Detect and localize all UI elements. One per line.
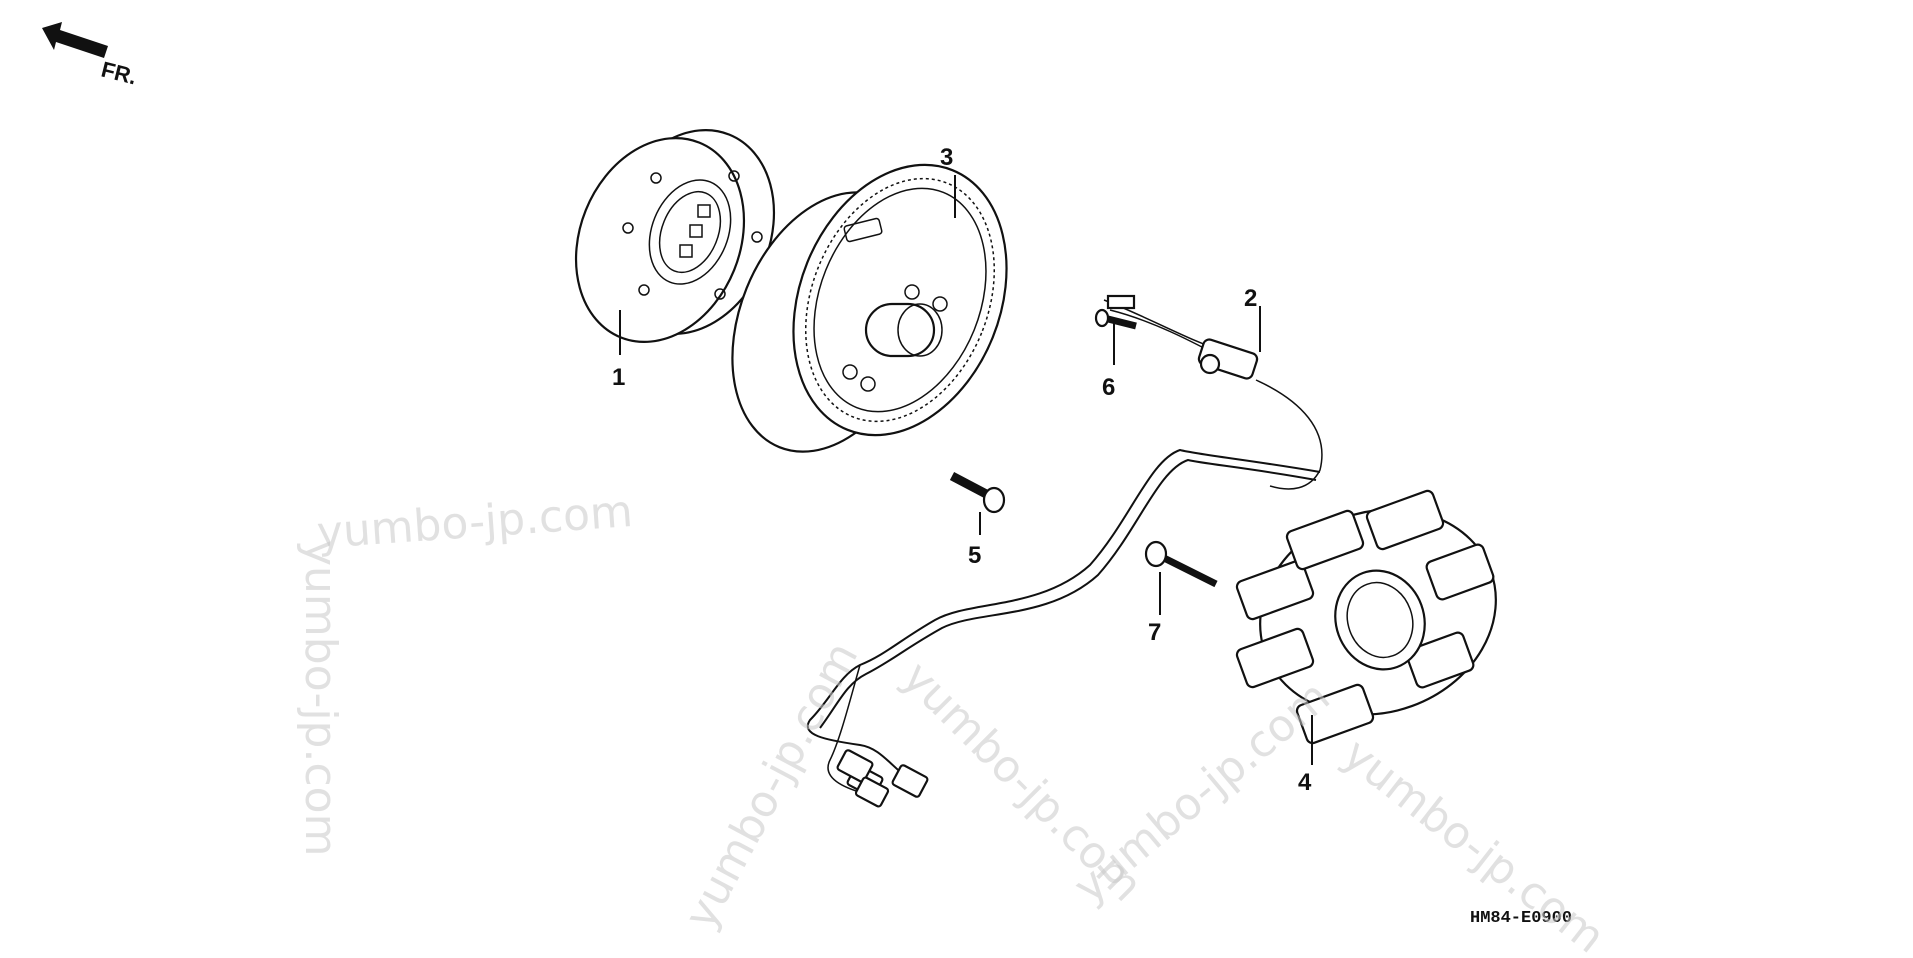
callout-4: 4 — [1298, 769, 1312, 796]
flywheel-bolt-part — [949, 472, 1006, 514]
front-direction-arrow-icon — [42, 22, 108, 58]
watermark-text: yumbo-jp.com — [675, 634, 869, 937]
callout-5: 5 — [968, 542, 981, 569]
watermark-text: yumbo-jp.com — [315, 486, 634, 559]
stator-bolt-part — [1144, 540, 1218, 588]
flywheel-part — [731, 163, 1008, 453]
starter-clutch-part — [574, 129, 776, 343]
stator-part — [1235, 489, 1497, 745]
pulse-generator-bolt-part — [1094, 308, 1137, 330]
front-direction-label: FR. — [99, 57, 139, 90]
callout-3: 3 — [940, 144, 953, 171]
diagram-code: HM84-E0900 — [1470, 909, 1572, 928]
callout-7: 7 — [1148, 619, 1161, 646]
wiring-harness — [806, 448, 1321, 808]
callout-2: 2 — [1244, 285, 1257, 312]
watermark-text: yumbo-jp.com — [295, 540, 346, 856]
callout-1: 1 — [612, 364, 625, 391]
callout-6: 6 — [1102, 374, 1115, 401]
pulse-generator-part — [1103, 294, 1323, 490]
